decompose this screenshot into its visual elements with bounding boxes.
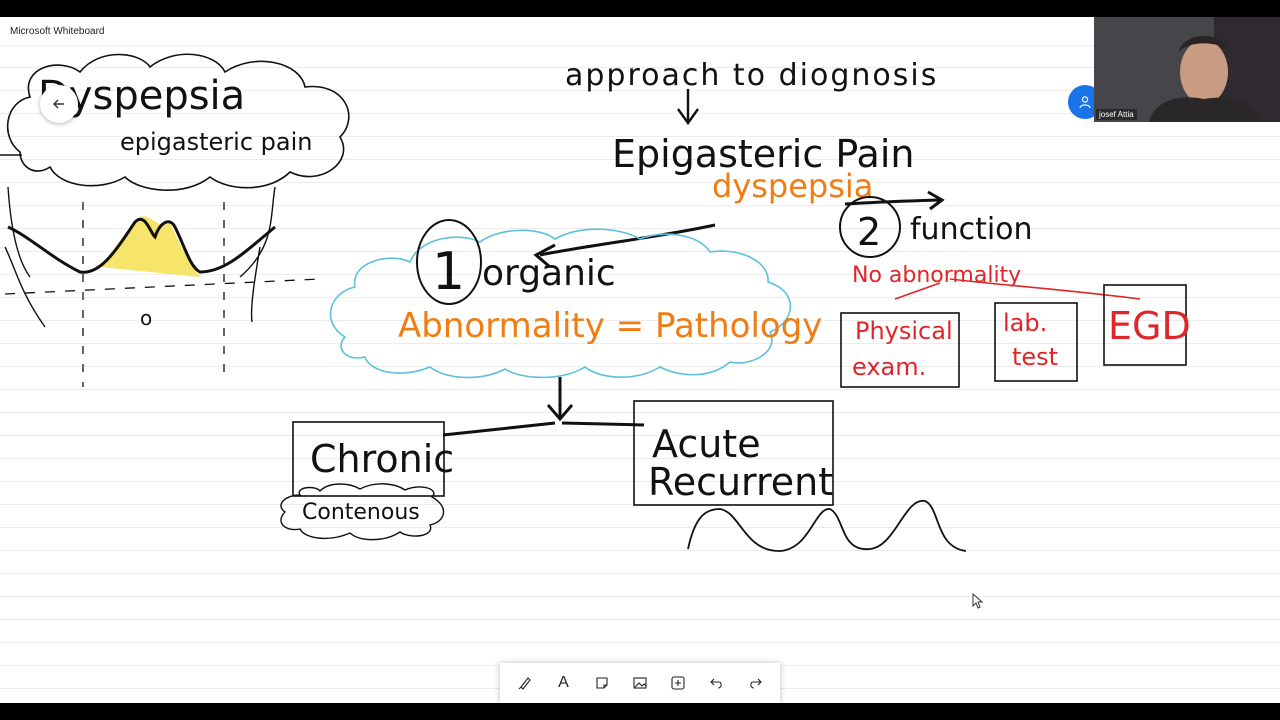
undo-icon: [709, 678, 722, 689]
chronic-label: Chronic: [310, 437, 454, 481]
organic-cloud-shape: [329, 228, 792, 379]
test-lab-line1: lab.: [1003, 309, 1047, 337]
yellow-highlight: [100, 216, 200, 277]
acute-label: Acute: [652, 422, 761, 466]
ink-layer: Dyspepsia epigasteric pain o approach to…: [0, 53, 1191, 552]
participant-name: josef Attia: [1096, 109, 1137, 120]
sticky-note-icon: [596, 677, 608, 689]
test-physical-line1: Physical: [855, 317, 953, 345]
continuous-label: Contenous: [302, 500, 420, 525]
function-label: function: [910, 212, 1033, 247]
add-tool-button[interactable]: [662, 667, 694, 699]
sketch-label: o: [140, 306, 152, 330]
undo-button[interactable]: [701, 667, 733, 699]
pen-tool-button[interactable]: [509, 667, 541, 699]
epigastric-pain-title: Epigasteric Pain: [612, 132, 914, 176]
redo-icon: [750, 678, 762, 689]
branch2-number: 2: [857, 210, 881, 254]
back-arrow-icon: [53, 99, 64, 109]
image-icon: [633, 677, 647, 689]
redo-button[interactable]: [739, 667, 771, 699]
presenter-video-icon: [1094, 17, 1280, 122]
test-egd: EGD: [1108, 304, 1191, 348]
text-tool-icon: A: [558, 674, 569, 691]
back-button[interactable]: [40, 85, 78, 123]
text-tool-button[interactable]: A: [547, 667, 579, 699]
abnormality-pathology: Abnormality = Pathology: [398, 306, 822, 346]
title-bar: Microsoft Whiteboard: [0, 17, 1280, 45]
add-icon: [671, 676, 685, 690]
dyspepsia-subtitle: dyspepsia: [712, 167, 873, 205]
image-tool-button[interactable]: [624, 667, 656, 699]
note-tool-button[interactable]: [586, 667, 618, 699]
app-title: Microsoft Whiteboard: [10, 25, 105, 37]
epigastric-pain-note: epigasteric pain: [120, 128, 312, 156]
branch1-number: 1: [432, 242, 465, 302]
webcam-feed: josef Attia: [1094, 17, 1280, 122]
test-physical-line2: exam.: [852, 353, 926, 381]
person-icon: [1079, 96, 1091, 109]
approach-heading: approach to diognosis: [565, 58, 938, 93]
organic-label: organic: [482, 253, 616, 294]
whiteboard-canvas[interactable]: [0, 45, 1280, 703]
bottom-toolbar: A: [500, 663, 780, 703]
pen-icon: [518, 677, 531, 690]
recurrent-label: Recurrent: [648, 460, 833, 504]
whiteboard-window: Microsoft Whiteboard Dyspepsia epigaster…: [0, 17, 1280, 703]
test-lab-line2: test: [1012, 343, 1058, 371]
left-cloud-shape: [6, 53, 350, 191]
mouse-cursor-icon: [972, 593, 984, 609]
